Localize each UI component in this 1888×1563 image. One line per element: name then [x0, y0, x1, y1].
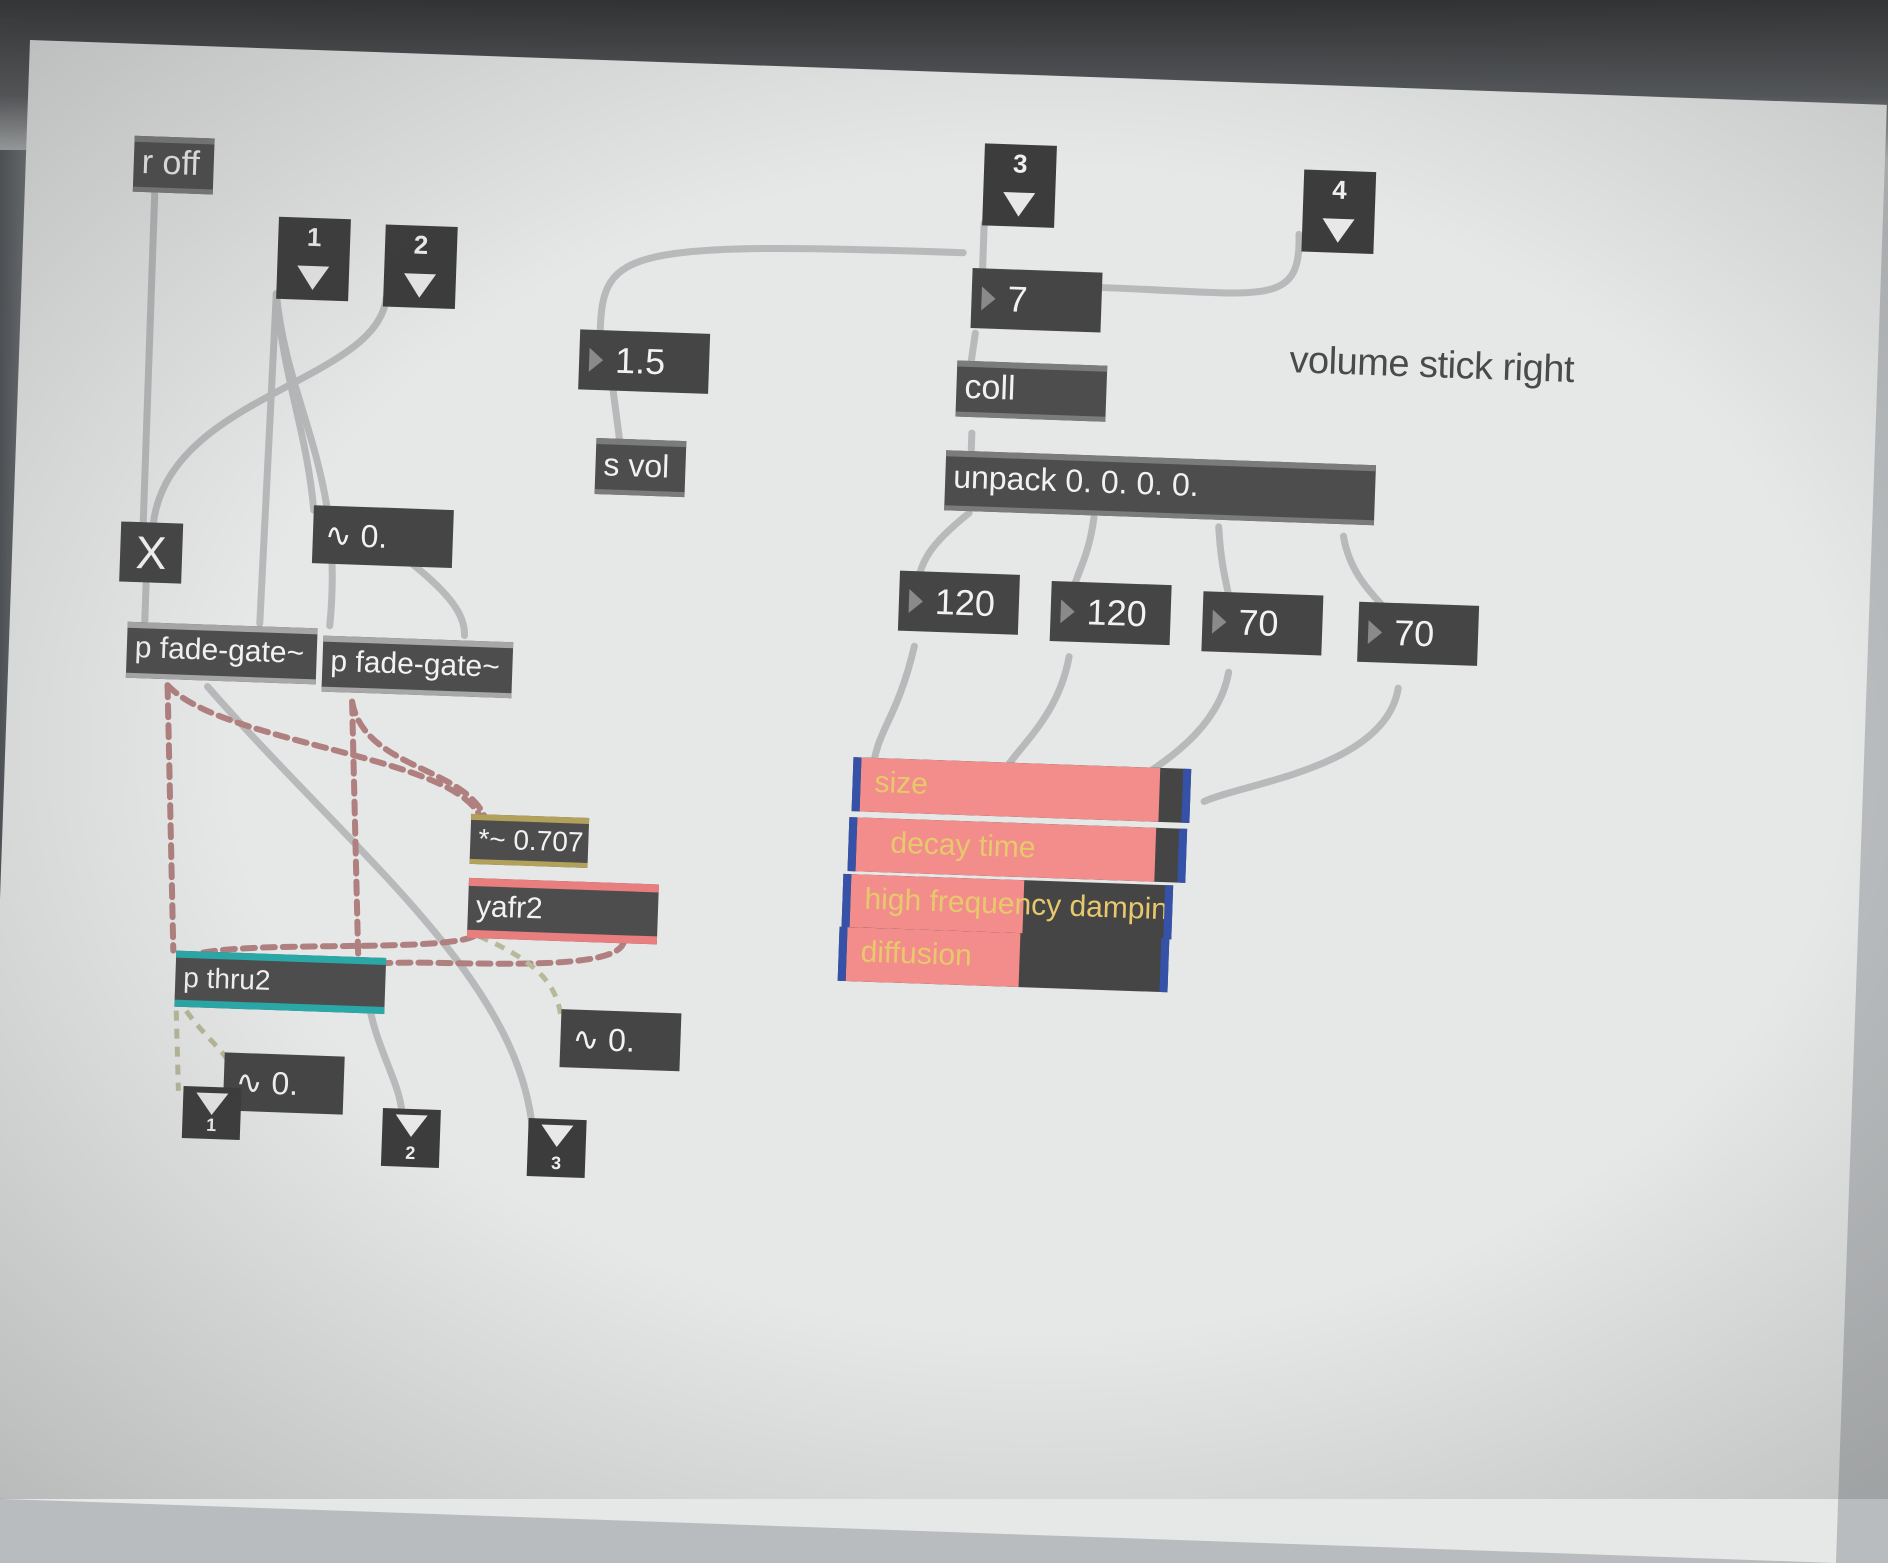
cord-thru2-outlet1: [173, 1010, 181, 1091]
outlet-3[interactable]: 3: [526, 1118, 587, 1179]
unpack-object[interactable]: unpack 0. 0. 0. 0.: [944, 450, 1376, 526]
inlet-arrow-icon: [296, 265, 330, 291]
cord-yafr-sig: [477, 933, 564, 1020]
cord-70b-diffusion: [1200, 684, 1402, 805]
signal-value: 0.: [270, 1065, 299, 1102]
inlet-arrow-icon: [1321, 218, 1355, 244]
number-triangle-icon: [1367, 620, 1383, 645]
inlet-3-number: 3: [1012, 148, 1029, 179]
outlet-arrow-icon: [195, 1092, 229, 1116]
signal-value: 0.: [607, 1021, 636, 1059]
number-triangle-icon: [908, 589, 924, 614]
fade-gate-right-object[interactable]: p fade-gate~: [321, 635, 514, 699]
patcher-canvas[interactable]: r off 1 2 X ∿ 0. p fade-gate~ p fade-gat…: [0, 40, 1887, 1563]
outlet-2-number: 2: [405, 1142, 416, 1164]
cord-roff-toggle: [139, 185, 159, 528]
cord-fadegate1-gain: [164, 682, 486, 830]
comment-volume: volume stick right: [1288, 339, 1575, 392]
slider-label: decay time: [889, 826, 1037, 865]
number-box-7[interactable]: 7: [970, 268, 1103, 333]
wave-icon: ∿: [324, 516, 353, 554]
number-box-size[interactable]: 120: [897, 570, 1020, 635]
signal-number-mid[interactable]: ∿ 0.: [559, 1009, 682, 1072]
outlet-arrow-icon: [540, 1124, 574, 1148]
thru2-object[interactable]: p thru2: [174, 950, 387, 1014]
number-value: 70: [1237, 601, 1280, 644]
signal-number-top[interactable]: ∿ 0.: [311, 505, 454, 569]
inlet-arrow-icon: [1002, 192, 1036, 218]
outlet-arrow-icon: [394, 1114, 428, 1138]
cord-inlet1-fadegate1: [256, 290, 280, 627]
outlet-2[interactable]: 2: [380, 1107, 441, 1168]
inlet-1[interactable]: 1: [276, 216, 351, 302]
number-value: 1.5: [614, 339, 666, 383]
inlet-4-number: 4: [1331, 174, 1348, 206]
gain-object[interactable]: *~ 0.707: [469, 813, 590, 868]
slider-label: diffusion: [860, 935, 973, 973]
slider-label: size: [874, 765, 929, 801]
number-triangle-icon: [1212, 609, 1227, 635]
cord-to-num15: [596, 244, 967, 334]
cord-fadegate2-thru2: [349, 698, 362, 961]
number-triangle-icon: [1060, 599, 1076, 624]
number-value: 70: [1393, 611, 1435, 655]
number-value: 120: [1085, 591, 1148, 635]
cord-120a-size: [869, 642, 918, 774]
receive-off-object[interactable]: r off: [132, 135, 215, 195]
cord-inlet2-toggle: [149, 294, 390, 529]
slider-diffusion[interactable]: diffusion: [837, 926, 1170, 993]
inlet-3[interactable]: 3: [982, 143, 1057, 228]
number-triangle-icon: [588, 347, 604, 373]
cord-toggle-fadegate: [141, 580, 150, 628]
cord-fadegate1-thru2: [164, 682, 177, 954]
number-box-decay[interactable]: 120: [1049, 580, 1172, 646]
number-box-1-5[interactable]: 1.5: [578, 329, 711, 394]
number-box-damping[interactable]: 70: [1201, 591, 1324, 656]
number-value: 7: [1006, 278, 1029, 320]
inlet-4[interactable]: 4: [1301, 169, 1377, 255]
toggle[interactable]: X: [119, 521, 184, 584]
wave-icon: ∿: [571, 1020, 600, 1058]
number-value: 120: [934, 580, 996, 625]
outlet-3-number: 3: [550, 1152, 562, 1174]
cord-inlet1-fadegate2: [272, 290, 336, 630]
outlet-1-number: 1: [205, 1114, 217, 1136]
cord-sig-fadegate: [408, 560, 468, 640]
signal-number-bottom[interactable]: ∿ 0.: [222, 1052, 345, 1115]
fade-gate-left-object[interactable]: p fade-gate~: [125, 621, 318, 685]
cord-fadegate2-gain: [349, 698, 491, 830]
cord-inlet4-num7: [1098, 230, 1303, 297]
number-box-diffusion[interactable]: 70: [1357, 601, 1480, 666]
slider-size[interactable]: size: [851, 757, 1192, 823]
signal-value: 0.: [359, 517, 388, 555]
yafr2-object[interactable]: yafr2: [466, 877, 659, 945]
inlet-2-number: 2: [413, 229, 429, 261]
send-vol-object[interactable]: s vol: [594, 438, 687, 498]
inlet-2[interactable]: 2: [382, 224, 458, 309]
number-triangle-icon: [981, 286, 996, 311]
inlet-arrow-icon: [403, 273, 437, 299]
cord-inlet1-sig: [272, 290, 318, 514]
outlet-1[interactable]: 1: [181, 1085, 242, 1140]
coll-object[interactable]: coll: [955, 360, 1108, 422]
inlet-1-number: 1: [306, 221, 323, 253]
slider-decay-time[interactable]: decay time: [847, 817, 1188, 883]
